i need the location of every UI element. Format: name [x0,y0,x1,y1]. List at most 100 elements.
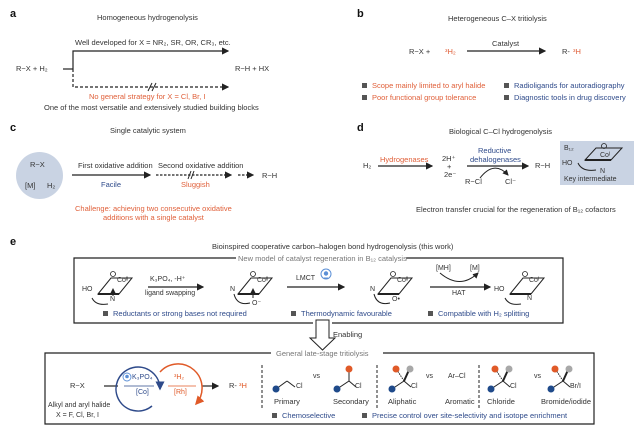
step3-mh: [MH] [436,265,451,272]
panel-a-lower-path-label: No general strategy for X = Cl, Br, I [89,92,206,101]
panel-d-plus: + [447,162,452,171]
panel-b-reactant: R−X + [409,47,431,56]
panel-d-h2: H₂ [363,161,372,170]
corrin-species-3 [373,271,414,305]
panel-c-challenge-line2: additions with a single catalyst [103,213,204,222]
rh-cycle-catalyst: [Rh] [174,389,187,396]
primary-cl: Cl [296,383,303,390]
co-cycle-catalyst: [Co] [136,389,149,396]
label-bromide-iodide: Bromide/iodide [541,397,592,406]
rh-cycle-tritium: ³H₂ [174,374,185,381]
panel-d-substrate: R−Cl [465,177,482,186]
panel-d-title: Biological C–Cl hydrogenolysis [449,127,552,136]
panel-c-circle-substrate: R−X [30,160,45,169]
lower-product-prefix: R- [229,381,237,390]
aliphatic-cl: Cl [411,383,418,390]
panel-d-byproduct: Cl⁻ [505,177,517,186]
secondary-cl: Cl [355,383,362,390]
chloride-molecule [487,365,513,393]
corrin-species-4 [504,271,546,305]
lower-substrate-note2: X = F, Cl, Br, I [56,412,99,419]
cobalt-cycle [115,366,165,412]
feature-h2-splitting: Compatible with H₂ splitting [428,309,529,318]
label-chloride: Chloride [487,397,515,406]
panel-c-product: R−H [262,171,278,180]
panel-d-electrons: 2e⁻ [444,170,457,179]
panel-d-key-intermediate-caption: Key intermediate [564,176,617,183]
panel-b-title: Heterogeneous C–X tritiolysis [448,14,547,23]
species-3-n: N [370,286,376,293]
vs-1: vs [313,373,320,380]
species-1-ho: HO [82,286,93,293]
feature-thermodynamic: Thermodynamic favourable [291,309,392,318]
panel-c-title: Single catalytic system [110,126,186,135]
panel-a-footer: One of the most versatile and extensivel… [44,103,259,112]
panel-a-product: R−H + HX [235,64,270,73]
benefit-precise-control: Precise control over site-selectivity an… [362,411,567,420]
panel-b-application-1: Radioligands for autoradiography [504,81,625,90]
panel-d-product: R−H [535,161,551,170]
bromide-iodide-molecule [547,365,573,393]
species-1-metal: Coᴵᴵ [117,277,129,284]
corrin-species-1 [91,271,134,305]
panel-b-label: b [357,8,364,20]
step2-label-lmct: LMCT [296,275,316,282]
light-bulb-icon [320,268,332,280]
panel-d-b12-label: B₁₂ [564,145,574,152]
panel-a-upper-path-label: Well developed for X = NR₂, SR, OR, CR₃,… [75,38,231,47]
panel-b-application-2: Diagnostic tools in drug discovery [504,93,626,102]
lower-substrate: R−X [70,381,85,390]
panel-c-step2: Second oxidative addition [158,161,244,170]
co-cycle-base: K₃PO₄ [132,374,153,381]
aromatic-formula: Ar–Cl [448,373,466,380]
panel-c-reaction-circle [16,152,63,199]
panel-c-step1-note: Facile [101,180,122,189]
species-2-o: O⁻ [252,300,262,307]
panel-b-limitation-1: Scope mainly limited to aryl halide [362,81,485,90]
lower-product-isotope: ³H [239,381,247,390]
benefit-chemoselective: Chemoselective [272,411,335,420]
panel-d-label: d [357,122,364,134]
panel-b-reagent-tritium: ³H₂ [445,47,456,56]
species-2-metal: Coᴵᴵ [257,277,269,284]
panel-d-n-label: N [600,168,606,175]
species-2-n: N [230,286,236,293]
step1-reagent: K₃PO₄, -H⁺ [150,276,186,283]
panel-b-limitation-2: Poor functional group tolerance [362,93,476,102]
species-3-metal: Coᴵᴵ [397,277,409,284]
species-4-n: N [527,295,533,302]
panel-e-label: e [10,236,17,248]
panel-b-product-prefix: R- [562,47,570,56]
label-secondary: Secondary [333,397,369,406]
panel-c-step1: First oxidative addition [78,161,153,170]
panel-d-enzyme2-line1: Reductive [478,146,512,155]
primary-chloride-molecule [272,380,296,393]
label-aliphatic: Aliphatic [388,397,417,406]
secondary-chloride-molecule [333,365,357,393]
step1-label: ligand swapping [145,290,196,297]
panel-d-cobalt-label: Coᴵ [600,152,611,159]
vs-3: vs [534,373,541,380]
panel-d-enzyme2-line2: dehalogenases [470,155,521,164]
step3-m: [M] [470,265,480,272]
panel-b-arrow-label: Catalyst [492,39,520,48]
panel-c-challenge-line1: Challenge: achieving two consecutive oxi… [75,204,232,213]
panel-a-title: Homogeneous hydrogenolysis [97,13,198,22]
panel-c-circle-metal: [M] [25,181,36,190]
chloride-cl: Cl [510,383,517,390]
vs-2: vs [426,373,433,380]
feature-no-reductants: Reductants or strong bases not required [103,309,247,318]
light-bulb-icon-small [122,372,132,382]
panel-c-step2-note: Sluggish [181,180,210,189]
panel-e-model-box-title: New model of catalyst regeneration in B₁… [238,254,407,263]
panel-d-protons: 2H⁺ [442,154,456,163]
bromide-iodide-brl: Br/I [570,383,581,390]
